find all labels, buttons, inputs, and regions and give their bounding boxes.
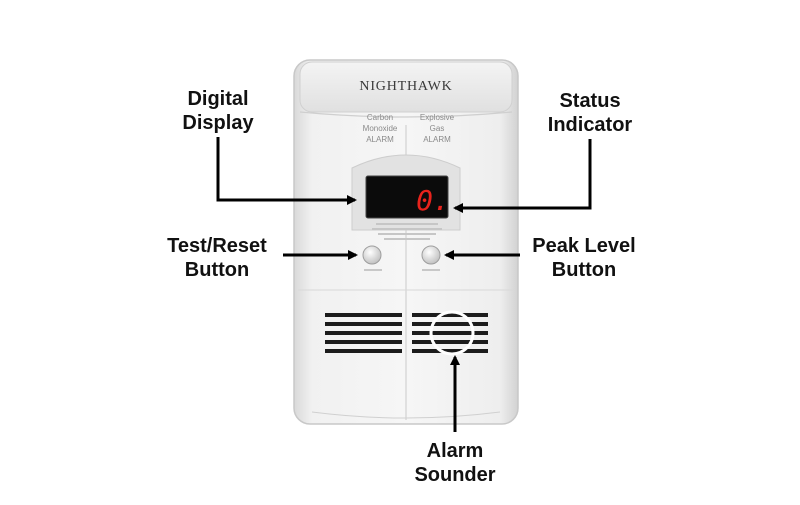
left-vent-grille xyxy=(325,313,402,353)
status-indicator-callout-line1: Status xyxy=(559,90,621,112)
alarm-sounder-callout-line2: Sounder xyxy=(414,464,496,486)
alarm-sounder-callout: Alarm Sounder xyxy=(400,439,510,487)
co-label-line2: Monoxide xyxy=(363,124,398,133)
fine-print xyxy=(372,223,442,240)
peak-level-button[interactable] xyxy=(421,245,441,271)
detector-body xyxy=(293,59,519,425)
gas-label-line2: Gas xyxy=(430,124,445,133)
test-reset-callout-line1: Test/Reset xyxy=(167,235,267,257)
peak-level-callout-line2: Button xyxy=(551,259,617,281)
brand-label: NIGHTHAWK xyxy=(359,79,452,94)
digital-display-callout: Digital Display xyxy=(158,87,278,135)
alarm-sounder-callout-line1: Alarm xyxy=(426,440,484,462)
test-reset-button[interactable] xyxy=(362,245,382,271)
status-indicator-leader xyxy=(453,139,592,213)
digital-display: 0. xyxy=(365,175,450,219)
test-reset-callout-line2: Button xyxy=(184,259,250,281)
display-reading: 0. xyxy=(416,184,450,217)
status-indicator-callout: Status Indicator xyxy=(530,89,650,137)
right-vent-grille xyxy=(412,313,488,353)
digital-display-leader xyxy=(216,137,357,205)
test-reset-callout: Test/Reset Button xyxy=(152,234,282,282)
status-indicator-callout-line2: Indicator xyxy=(547,114,633,136)
peak-level-callout-line1: Peak Level xyxy=(532,235,636,257)
peak-level-callout: Peak Level Button xyxy=(522,234,646,282)
digital-display-callout-line1: Digital xyxy=(187,88,249,110)
gas-label-line1: Explosive xyxy=(420,113,455,122)
co-label-line3: ALARM xyxy=(366,135,394,144)
gas-label-line3: ALARM xyxy=(423,135,451,144)
co-label-line1: Carbon xyxy=(367,113,393,122)
digital-display-callout-line2: Display xyxy=(182,112,254,134)
alarm-sounder-ring xyxy=(429,310,475,356)
